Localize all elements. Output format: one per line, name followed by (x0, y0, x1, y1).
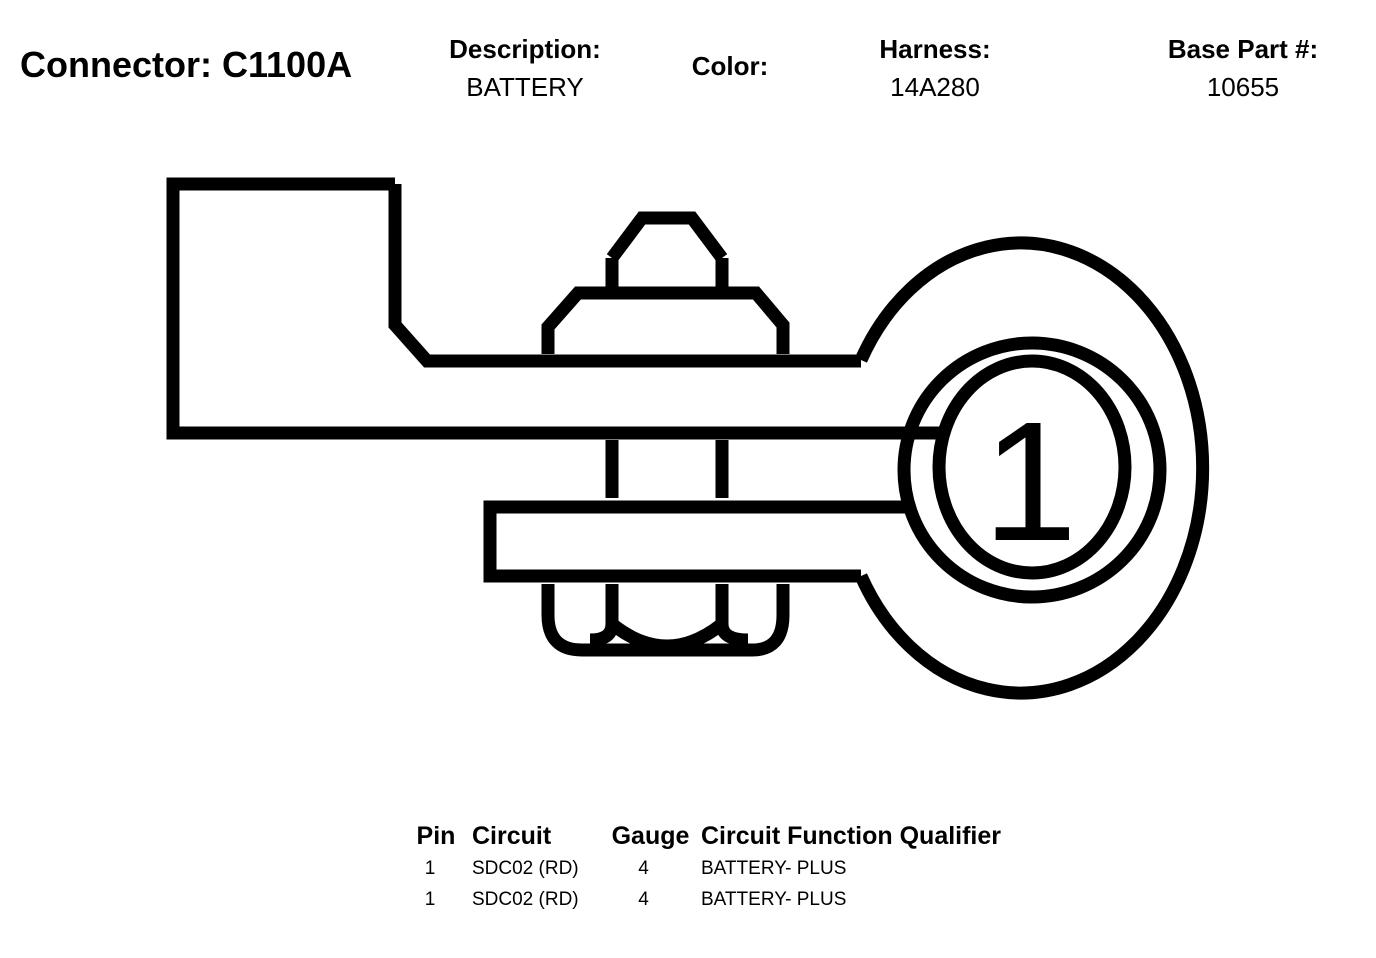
function-column-header: Circuit Function Qualifier (701, 822, 1002, 850)
circuit-cell: SDC02 (RD) (472, 858, 579, 879)
terminal-tongue (483, 500, 908, 583)
function-cell: BATTERY- PLUS (701, 858, 847, 879)
harness-value: 14A280 (890, 72, 980, 102)
pin-cell: 1 (424, 889, 436, 910)
circuit-cell: SDC02 (RD) (472, 889, 579, 910)
table-row: 1 SDC02 (RD) 4 BATTERY- PLUS (400, 886, 1001, 917)
gauge-cell: 4 (638, 858, 649, 879)
connector-title: Connector: C1100A (20, 44, 353, 85)
pin-column-header: Pin (416, 822, 456, 850)
harness-block: Harness: 14A280 (835, 33, 1035, 103)
color-block: Color: (660, 50, 800, 82)
nut-body (541, 286, 790, 354)
harness-label: Harness: (879, 34, 991, 64)
pin-circle (932, 354, 1132, 580)
description-value: BATTERY (466, 72, 584, 102)
base-part-label: Base Part #: (1167, 34, 1319, 64)
terminal-middle-ring (897, 336, 1167, 604)
pin-cell: 1 (424, 858, 436, 879)
pin-number-label: 1 (983, 387, 1078, 577)
base-part-value: 10655 (1206, 72, 1280, 102)
bolt-tip (606, 211, 728, 262)
base-part-block: Base Part #: 10655 (1143, 33, 1343, 103)
description-block: Description: BATTERY (425, 33, 625, 103)
gauge-cell: 4 (638, 889, 649, 910)
pin-table: Pin Circuit Gauge Circuit Function Quali… (400, 822, 1001, 917)
lower-nut-left-facet (589, 584, 619, 647)
circuit-column-header: Circuit (472, 822, 552, 850)
clamp-body (166, 177, 941, 440)
terminal-outer-ring (855, 236, 1210, 700)
lower-nut-right-facet (715, 584, 749, 647)
clamp-upper-edge (388, 184, 861, 368)
description-label: Description: (449, 34, 601, 64)
table-row: 1 SDC02 (RD) 4 BATTERY- PLUS (400, 855, 1001, 886)
lower-nut-center-facet (607, 618, 727, 653)
color-label: Color: (691, 51, 769, 81)
pin-table-header-row: Pin Circuit Gauge Circuit Function Quali… (400, 822, 1001, 855)
gauge-column-header: Gauge (611, 822, 690, 850)
function-cell: BATTERY- PLUS (701, 889, 847, 910)
